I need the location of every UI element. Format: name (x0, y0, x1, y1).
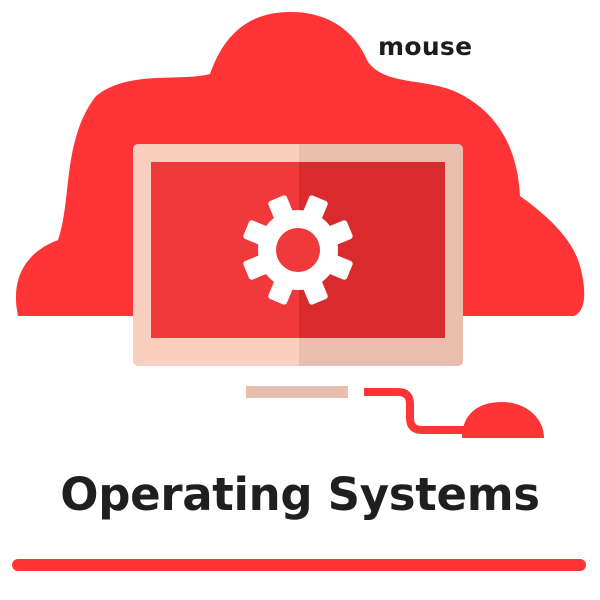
mouse-label: mouse (378, 32, 473, 61)
monitor-stand (246, 386, 348, 398)
illustration (15, 12, 585, 438)
title-underline (12, 559, 586, 571)
mouse-cable (364, 388, 472, 434)
mouse-icon (364, 388, 544, 438)
gear-icon (243, 195, 353, 305)
mouse-body (462, 402, 544, 438)
page-title: Operating Systems (60, 468, 540, 521)
